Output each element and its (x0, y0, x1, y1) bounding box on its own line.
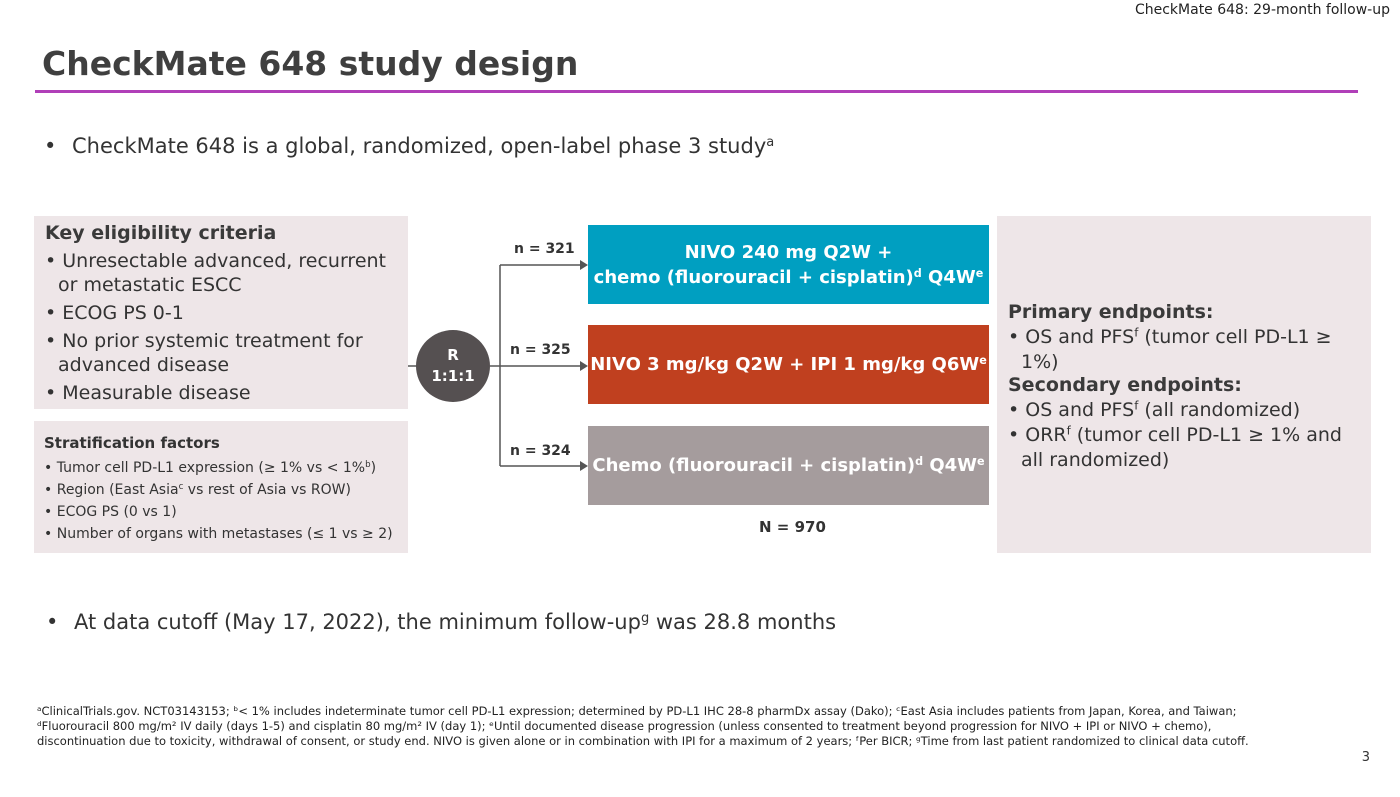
footnote-sup: f (1066, 423, 1071, 438)
stratification-item-text: ECOG PS (0 vs 1) (56, 504, 177, 520)
eligibility-panel: Key eligibility criteria • Unresectable … (34, 216, 408, 409)
primary-endpoints-list: • OS and PFSf (tumor cell PD-L1 ≥ 1%) (1008, 325, 1368, 375)
intro-text: CheckMate 648 is a global, randomized, o… (72, 134, 767, 158)
stratification-item: • ECOG PS (0 vs 1) (44, 504, 177, 520)
arm3-arrowhead (580, 461, 588, 471)
arm3-line1a: Chemo (fluorouracil + cisplatin) (592, 455, 916, 476)
cutoff-text: At data cutoff (May 17, 2022), the minim… (74, 610, 641, 634)
randomization-ratio: 1:1:1 (431, 367, 475, 385)
arm1-n: n = 321 (514, 241, 575, 257)
footnote-sup: e (975, 266, 984, 280)
stratification-item-text: Number of organs with metastases (≤ 1 vs… (56, 526, 393, 542)
arm-chemo: Chemo (fluorouracil + cisplatin)d Q4We (588, 426, 989, 505)
endpoint-item: • OS and PFSf (all randomized) (1008, 398, 1301, 421)
footnote-sup: e (977, 454, 985, 468)
arm2-arrowhead (580, 361, 588, 371)
stratification-item-text: Tumor cell PD-L1 expression (≥ 1% vs < 1… (56, 460, 366, 476)
endpoint-item: • OS and PFSf (tumor cell PD-L1 ≥ 1%) (1008, 325, 1332, 373)
cutoff-text-tail: was 28.8 months (649, 610, 837, 634)
eligibility-item: • No prior systemic treatment for advanc… (45, 330, 363, 376)
footnote-sup: b (365, 460, 371, 471)
endpoint-text-tail: (tumor cell PD-L1 ≥ 1%) (1021, 326, 1332, 373)
arm1-line2a: chemo (fluorouracil + cisplatin) (593, 266, 914, 288)
endpoint-text: OS and PFS (1025, 399, 1135, 421)
eligibility-item-text: No prior systemic treatment for advanced… (58, 330, 363, 376)
secondary-endpoints-heading: Secondary endpoints: (1008, 374, 1242, 396)
secondary-endpoints-list: • OS and PFSf (all randomized) • ORRf (t… (1008, 398, 1368, 473)
footnote-sup: c (178, 482, 184, 493)
header-tag: CheckMate 648: 29-month follow-up (1134, 2, 1390, 18)
footnote-sup: d (915, 454, 924, 468)
endpoint-text-tail: (tumor cell PD-L1 ≥ 1% and all randomize… (1021, 424, 1342, 471)
arm1-line1: NIVO 240 mg Q2W + (684, 241, 893, 263)
stratification-item: • Tumor cell PD-L1 expression (≥ 1% vs <… (44, 460, 377, 476)
primary-endpoints: Primary endpoints: • OS and PFSf (tumor … (1008, 300, 1368, 375)
randomization-circle: R 1:1:1 (416, 330, 490, 402)
footnote-sup: e (979, 353, 987, 367)
footnote-sup: f (1134, 325, 1139, 340)
endpoint-text: OS and PFS (1025, 326, 1135, 348)
stratification-heading: Stratification factors (44, 434, 220, 452)
eligibility-item-text: ECOG PS 0-1 (62, 302, 184, 324)
secondary-endpoints: Secondary endpoints: • OS and PFSf (all … (1008, 373, 1368, 473)
footnote-sup: g (640, 610, 650, 626)
arm-nivo-ipi: NIVO 3 mg/kg Q2W + IPI 1 mg/kg Q6We (588, 325, 989, 404)
eligibility-item: • ECOG PS 0-1 (45, 302, 184, 324)
endpoint-item: • ORRf (tumor cell PD-L1 ≥ 1% and all ra… (1008, 423, 1342, 471)
stratification-item: • Number of organs with metastases (≤ 1 … (44, 526, 393, 542)
eligibility-item-text: Unresectable advanced, recurrent or meta… (58, 250, 387, 296)
endpoint-text-tail: (all randomized) (1138, 399, 1301, 421)
intro-sup: a (766, 134, 775, 150)
footnotes: ᵃClinicalTrials.gov. NCT03143153; ᵇ< 1% … (37, 704, 1249, 748)
footnote-sup: d (913, 266, 922, 280)
page-number: 3 (1361, 750, 1370, 765)
arm2-n: n = 325 (510, 342, 571, 358)
total-n: N = 970 (759, 518, 826, 536)
arm2-line1: NIVO 3 mg/kg Q2W + IPI 1 mg/kg Q6W (590, 354, 980, 375)
arm1-arrowhead (580, 260, 588, 270)
intro-bullet: • CheckMate 648 is a global, randomized, … (44, 134, 774, 158)
arm1-line2: chemo (fluorouracil + cisplatin)d Q4We (594, 265, 984, 290)
endpoint-text: ORR (1025, 424, 1067, 446)
endpoints-panel: Primary endpoints: • OS and PFSf (tumor … (997, 216, 1371, 553)
arm2-label: NIVO 3 mg/kg Q2W + IPI 1 mg/kg Q6We (590, 352, 987, 377)
arm-nivo-chemo: NIVO 240 mg Q2W + chemo (fluorouracil + … (588, 225, 989, 304)
eligibility-item-text: Measurable disease (62, 382, 251, 404)
eligibility-list: • Unresectable advanced, recurrent or me… (45, 249, 405, 409)
primary-endpoints-heading: Primary endpoints: (1008, 301, 1214, 323)
arm3-n: n = 324 (510, 443, 571, 459)
stratification-list: • Tumor cell PD-L1 expression (≥ 1% vs <… (44, 457, 408, 545)
stratification-item-tail: ) (370, 460, 377, 476)
title-divider (35, 90, 1358, 93)
eligibility-item: • Measurable disease (45, 382, 251, 404)
arm3-label: Chemo (fluorouracil + cisplatin)d Q4We (592, 453, 984, 478)
bullet-dot: • (46, 610, 59, 634)
eligibility-item: • Unresectable advanced, recurrent or me… (45, 250, 387, 296)
eligibility-heading: Key eligibility criteria (45, 222, 277, 244)
stratification-panel: Stratification factors • Tumor cell PD-L… (34, 421, 408, 553)
arm3-line1b: Q4W (923, 455, 978, 476)
page-title: CheckMate 648 study design (42, 44, 579, 83)
randomization-label: R (447, 346, 459, 364)
cutoff-bullet: • At data cutoff (May 17, 2022), the mini… (46, 610, 836, 634)
stratification-item-text: Region (East Asia (56, 482, 179, 498)
footnote-sup: f (1134, 398, 1139, 413)
arm1-label: NIVO 240 mg Q2W + chemo (fluorouracil + … (594, 240, 984, 290)
arm1-line2b: Q4W (921, 266, 976, 288)
stratification-item-tail: vs rest of Asia vs ROW) (183, 482, 351, 498)
bullet-dot: • (44, 134, 57, 158)
stratification-item: • Region (East Asiac vs rest of Asia vs … (44, 482, 351, 498)
